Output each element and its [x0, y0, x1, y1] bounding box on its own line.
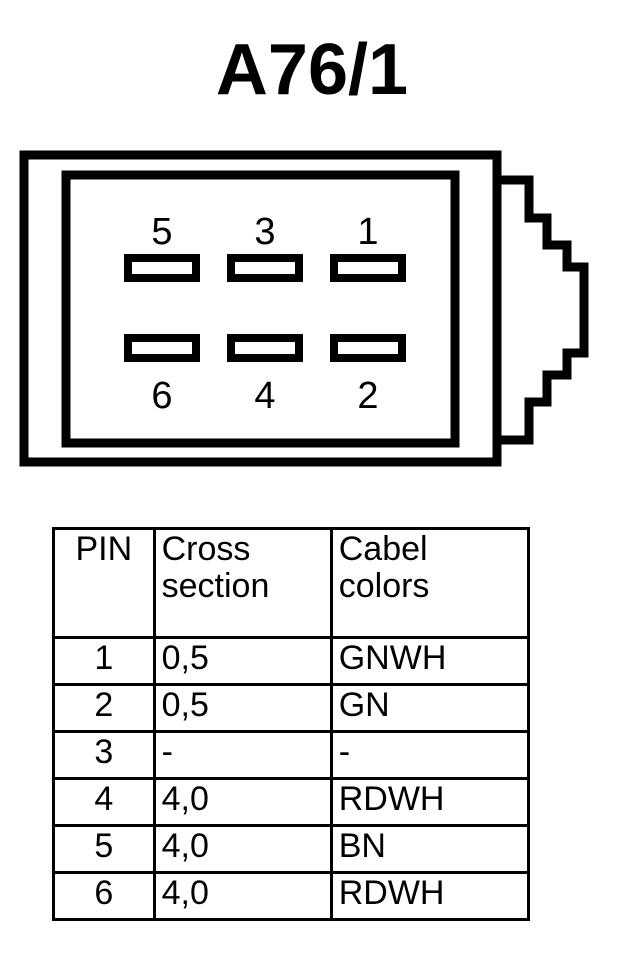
table-row: 5 4,0 BN — [52, 824, 531, 874]
pin-slot-4 — [227, 334, 303, 362]
pin-number-label-6: 6 — [151, 375, 172, 417]
pin-number-label-2: 2 — [357, 375, 378, 417]
cell-cross-section: 0,5 — [152, 636, 333, 686]
pin-number-label-1: 1 — [357, 211, 378, 253]
cell-pin: 4 — [52, 777, 156, 827]
table-row: 1 0,5 GNWH — [52, 636, 531, 686]
pin-slot-1 — [330, 254, 406, 282]
column-header-cabel-colors-line2: colors — [338, 567, 430, 606]
cell-cabel-colors: BN — [329, 824, 531, 874]
cell-cross-section: - — [152, 730, 333, 780]
cell-cabel-colors: - — [329, 730, 531, 780]
cell-cross-section: 4,0 — [152, 824, 333, 874]
pin-slot-2 — [330, 334, 406, 362]
cell-pin: 2 — [52, 683, 156, 733]
pin-number-label-3: 3 — [254, 211, 275, 253]
cell-pin: 1 — [52, 636, 156, 686]
connector-latch-tab — [493, 175, 589, 445]
column-header-cabel-colors-line1: Cabel — [338, 530, 428, 568]
table-row: 4 4,0 RDWH — [52, 777, 531, 827]
connector-inner-cavity — [61, 170, 460, 448]
connector-outer-housing — [19, 150, 502, 467]
cell-cabel-colors: RDWH — [329, 777, 531, 827]
column-header-cross-section-line1: Cross — [161, 530, 251, 568]
cell-cross-section: 4,0 — [152, 777, 333, 827]
cell-cabel-colors: GN — [329, 683, 531, 733]
pin-slot-6 — [124, 334, 200, 362]
pin-slot-3 — [227, 254, 303, 282]
pin-number-label-4: 4 — [254, 375, 275, 417]
pin-number-label-5: 5 — [151, 211, 172, 253]
cell-pin: 3 — [52, 730, 156, 780]
connector-diagram: 5 3 1 6 4 2 — [0, 140, 624, 480]
page-title: A76/1 — [215, 30, 409, 110]
table-row: 6 4,0 RDWH — [52, 871, 531, 921]
cell-cabel-colors: RDWH — [329, 871, 531, 921]
column-header-cross-section-line2: section — [161, 567, 270, 606]
table-row: 2 0,5 GN — [52, 683, 531, 733]
pin-slot-5 — [124, 254, 200, 282]
table-row: 3 - - — [52, 730, 531, 780]
column-header-pin: PIN — [52, 527, 156, 639]
cell-cross-section: 0,5 — [152, 683, 333, 733]
cell-cabel-colors: GNWH — [329, 636, 531, 686]
connector-drawing: 5 3 1 6 4 2 — [19, 150, 589, 467]
cell-pin: 6 — [52, 871, 156, 921]
cell-pin: 5 — [52, 824, 156, 874]
cell-cross-section: 4,0 — [152, 871, 333, 921]
